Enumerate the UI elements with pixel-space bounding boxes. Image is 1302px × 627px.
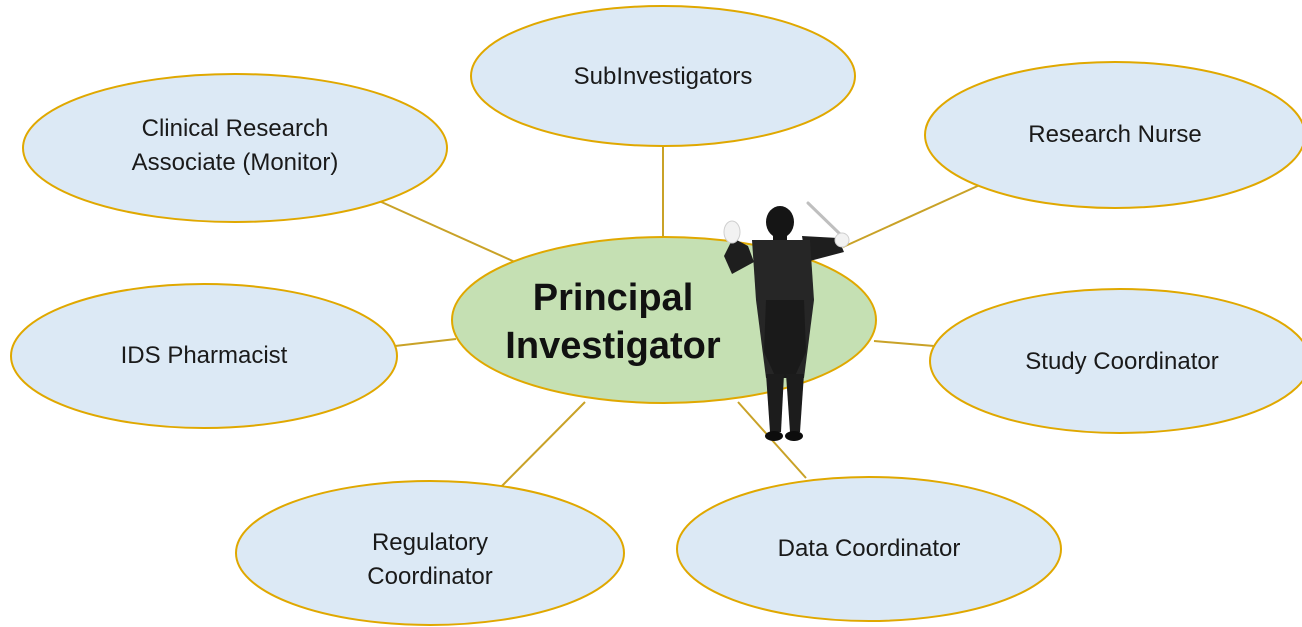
node-study-coordinator [929,288,1302,434]
label-cra-line2: Associate (Monitor) [131,149,339,176]
connector-regulatory [493,401,586,495]
label-regulatory-line2: Coordinator [367,563,493,590]
center-line2: Investigator [505,325,721,367]
label-ids-pharmacist: IDS Pharmacist [120,342,288,369]
connector-research-nurse [842,183,983,248]
label-principal-investigator: Principal Investigator [478,274,748,370]
label-subinvestigators: SubInvestigators [573,63,753,90]
node-ids-pharmacist [10,283,398,429]
conductor-figure [723,201,850,441]
role-nodes [10,5,1302,626]
connector-ids-pharmacist [394,338,457,347]
label-regulatory: Regulatory Coordinator [236,526,624,594]
connector-study-coordinator [873,340,935,347]
node-subinvestigators [470,5,856,147]
label-research-nurse: Research Nurse [1028,121,1202,148]
node-data-coordinator [676,476,1062,622]
label-data-coordinator: Data Coordinator [777,535,961,562]
node-cra [22,73,448,223]
connector-cra [367,195,516,263]
label-cra: Clinical Research Associate (Monitor) [40,112,430,180]
node-research-nurse [924,61,1302,209]
center-line1: Principal [532,277,694,319]
label-regulatory-line1: Regulatory [371,529,489,556]
node-regulatory [235,480,625,626]
label-cra-line1: Clinical Research [141,115,329,142]
label-study-coordinator: Study Coordinator [1025,348,1219,375]
